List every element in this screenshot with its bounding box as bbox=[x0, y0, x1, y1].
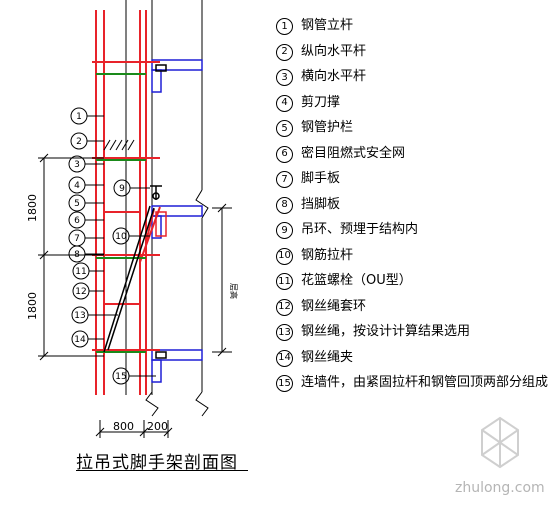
svg-text:10: 10 bbox=[115, 232, 127, 242]
dim-lower-1800: 1800 bbox=[26, 292, 39, 320]
legend-num: 5 bbox=[276, 120, 293, 137]
legend: 1 钢管立杆 2 纵向水平杆 3 横向水平杆 4 剪刀撑 5 钢管护栏 6 密目阻燃式安全网… bbox=[276, 18, 556, 401]
legend-item: 5 钢管护栏 bbox=[276, 120, 556, 146]
legend-num: 11 bbox=[276, 273, 293, 290]
legend-num: 10 bbox=[276, 247, 293, 265]
legend-num: 14 bbox=[276, 349, 293, 367]
watermark-text: zhulong.com bbox=[455, 480, 545, 496]
legend-item: 8 挡脚板 bbox=[276, 196, 556, 223]
legend-text: 吊环、预埋于结构内 bbox=[301, 222, 419, 237]
legend-num: 8 bbox=[276, 196, 293, 214]
legend-num: 13 bbox=[276, 324, 293, 341]
legend-text: 钢丝绳夹 bbox=[301, 349, 354, 365]
legend-text: 密目阻燃式安全网 bbox=[301, 145, 406, 161]
dim-floor-height: 层高 bbox=[229, 283, 239, 299]
svg-text:6: 6 bbox=[74, 216, 80, 226]
legend-num: 2 bbox=[276, 43, 293, 61]
svg-text:5: 5 bbox=[74, 199, 80, 209]
legend-num: 3 bbox=[276, 69, 293, 86]
legend-text: 纵向水平杆 bbox=[301, 43, 367, 59]
svg-text:15: 15 bbox=[115, 372, 126, 382]
horizontal-dimensions bbox=[95, 420, 173, 438]
svg-text:7: 7 bbox=[74, 234, 80, 244]
legend-num: 1 bbox=[276, 18, 293, 35]
legend-text: 剪刀撑 bbox=[301, 94, 341, 110]
legend-item: 1 钢管立杆 bbox=[276, 18, 556, 44]
legend-item: 3 横向水平杆 bbox=[276, 69, 556, 95]
dim-upper-1800: 1800 bbox=[26, 194, 39, 222]
title-underline bbox=[76, 470, 248, 471]
svg-text:1: 1 bbox=[76, 112, 82, 122]
legend-text: 钢管护栏 bbox=[301, 120, 354, 135]
callout-numbers: 1 2 3 4 5 6 7 8 9 10 11 12 13 14 15 bbox=[74, 112, 127, 382]
svg-text:11: 11 bbox=[75, 267, 86, 277]
svg-text:8: 8 bbox=[74, 250, 80, 260]
legend-item: 11 花篮螺栓（OU型） bbox=[276, 273, 556, 299]
legend-text: 挡脚板 bbox=[301, 196, 341, 212]
watermark-logo bbox=[481, 416, 519, 469]
legend-item: 12 钢丝绳套环 bbox=[276, 298, 556, 325]
svg-text:12: 12 bbox=[75, 287, 86, 297]
legend-text: 钢丝绳，按设计计算结果选用 bbox=[301, 324, 471, 339]
legend-num: 6 bbox=[276, 145, 293, 163]
svg-text:9: 9 bbox=[119, 184, 125, 194]
legend-item: 9 吊环、预埋于结构内 bbox=[276, 222, 556, 248]
svg-text:2: 2 bbox=[76, 137, 82, 147]
floor-height-dimension bbox=[212, 203, 232, 357]
dim-800: 800 bbox=[113, 420, 134, 433]
legend-item: 4 剪刀撑 bbox=[276, 94, 556, 121]
legend-item: 7 脚手板 bbox=[276, 171, 556, 197]
legend-text: 连墙件，由紧固拉杆和钢管回顶两部分组成 bbox=[301, 375, 549, 390]
legend-num: 12 bbox=[276, 298, 293, 316]
legend-item: 15 连墙件，由紧固拉杆和钢管回顶两部分组成 bbox=[276, 375, 556, 401]
callouts bbox=[68, 107, 156, 385]
legend-item: 6 密目阻燃式安全网 bbox=[276, 145, 556, 172]
legend-text: 钢丝绳套环 bbox=[301, 298, 367, 314]
legend-text: 钢管立杆 bbox=[301, 18, 354, 33]
legend-item: 10 钢筋拉杆 bbox=[276, 247, 556, 274]
svg-text:14: 14 bbox=[74, 335, 86, 345]
svg-text:13: 13 bbox=[74, 311, 85, 321]
drawing-title: 拉吊式脚手架剖面图 bbox=[76, 453, 238, 473]
legend-num: 15 bbox=[276, 375, 293, 392]
dim-200: 200 bbox=[147, 420, 168, 433]
svg-text:4: 4 bbox=[74, 181, 80, 191]
legend-num: 7 bbox=[276, 171, 293, 188]
legend-item: 2 纵向水平杆 bbox=[276, 43, 556, 70]
legend-num: 9 bbox=[276, 222, 293, 239]
wire-rope bbox=[103, 205, 155, 353]
scaffold-board-hatch bbox=[103, 139, 135, 151]
legend-text: 脚手板 bbox=[301, 171, 341, 186]
legend-item: 14 钢丝绳夹 bbox=[276, 349, 556, 376]
floor-slabs bbox=[151, 59, 203, 383]
legend-text: 花篮螺栓（OU型） bbox=[301, 273, 412, 288]
svg-text:3: 3 bbox=[74, 160, 80, 170]
legend-text: 横向水平杆 bbox=[301, 69, 367, 84]
legend-item: 13 钢丝绳，按设计计算结果选用 bbox=[276, 324, 556, 350]
hook-and-clamps bbox=[150, 64, 167, 359]
legend-text: 钢筋拉杆 bbox=[301, 247, 354, 263]
legend-num: 4 bbox=[276, 94, 293, 112]
